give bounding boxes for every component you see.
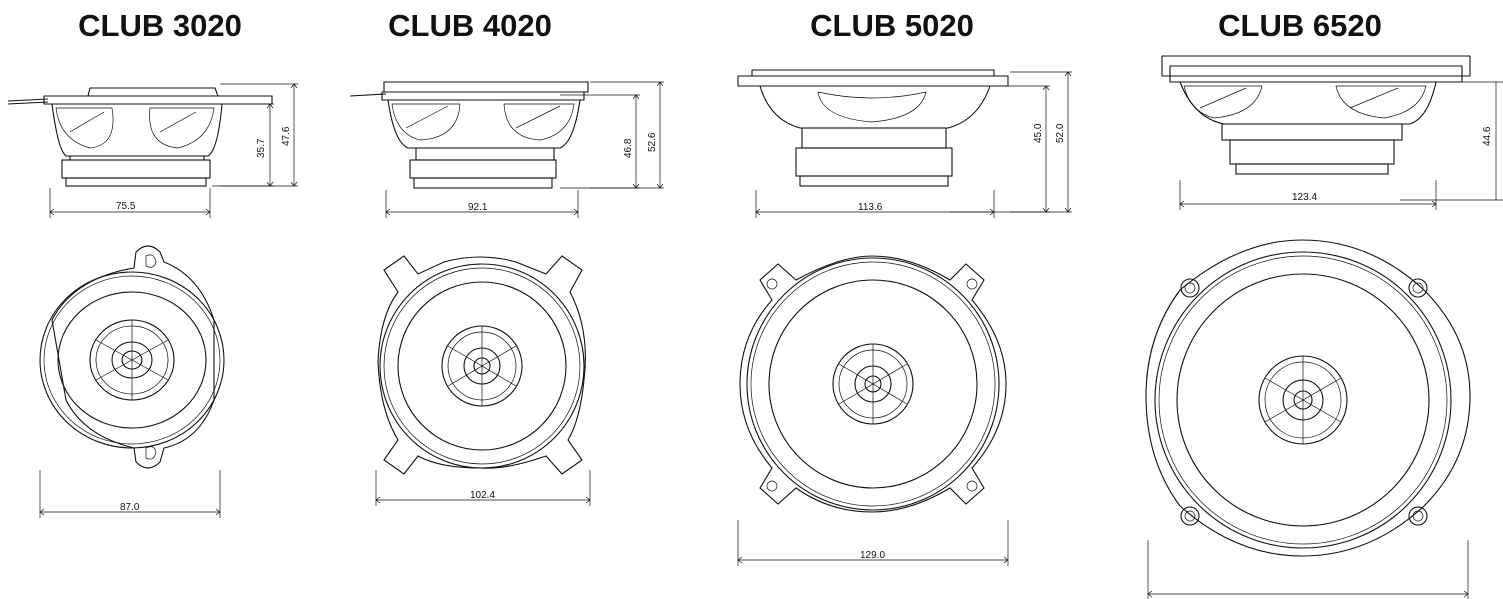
club-6520-side-view: 44.6 123.4 xyxy=(1161,55,1503,210)
model-title-club-4020: CLUB 4020 xyxy=(388,8,552,43)
club-6520-width-label: 123.4 xyxy=(1292,192,1317,203)
club-6520-inner-height-label: 44.6 xyxy=(1482,126,1493,146)
club-3020-width-label: 75.5 xyxy=(116,201,136,212)
club-6520-front-view xyxy=(1145,239,1471,599)
club-5020-outer-height-label: 52.0 xyxy=(1055,123,1066,143)
club-4020-side-view: 46.8 52.6 92.1 xyxy=(349,81,664,218)
club-4020-front-width-label: 102.4 xyxy=(470,490,495,501)
model-title-club-6520: CLUB 6520 xyxy=(1218,8,1382,43)
club-5020-front-view: 129.0 xyxy=(737,255,1009,566)
club-4020-width-label: 92.1 xyxy=(468,202,488,213)
club-3020-front-view: 87.0 xyxy=(39,245,225,518)
club-3020-inner-height-label: 35.7 xyxy=(256,138,267,158)
club-4020-outer-height-label: 52.6 xyxy=(647,132,658,152)
club-5020-width-label: 113.6 xyxy=(858,202,883,213)
club-3020-outer-height-label: 47.6 xyxy=(281,126,292,146)
club-3020-side-view: 35.7 47.6 75.5 xyxy=(7,83,298,218)
club-5020-front-width-label: 129.0 xyxy=(860,550,885,561)
model-title-club-3020: CLUB 3020 xyxy=(78,8,242,43)
club-4020-front-view: 102.4 xyxy=(375,255,591,506)
club-4020-inner-height-label: 46.8 xyxy=(623,138,634,158)
model-title-club-5020: CLUB 5020 xyxy=(810,8,974,43)
club-3020-front-width-label: 87.0 xyxy=(120,502,140,513)
club-5020-side-view: 45.0 52.0 113.6 xyxy=(737,69,1072,218)
club-5020-inner-height-label: 45.0 xyxy=(1033,123,1044,143)
